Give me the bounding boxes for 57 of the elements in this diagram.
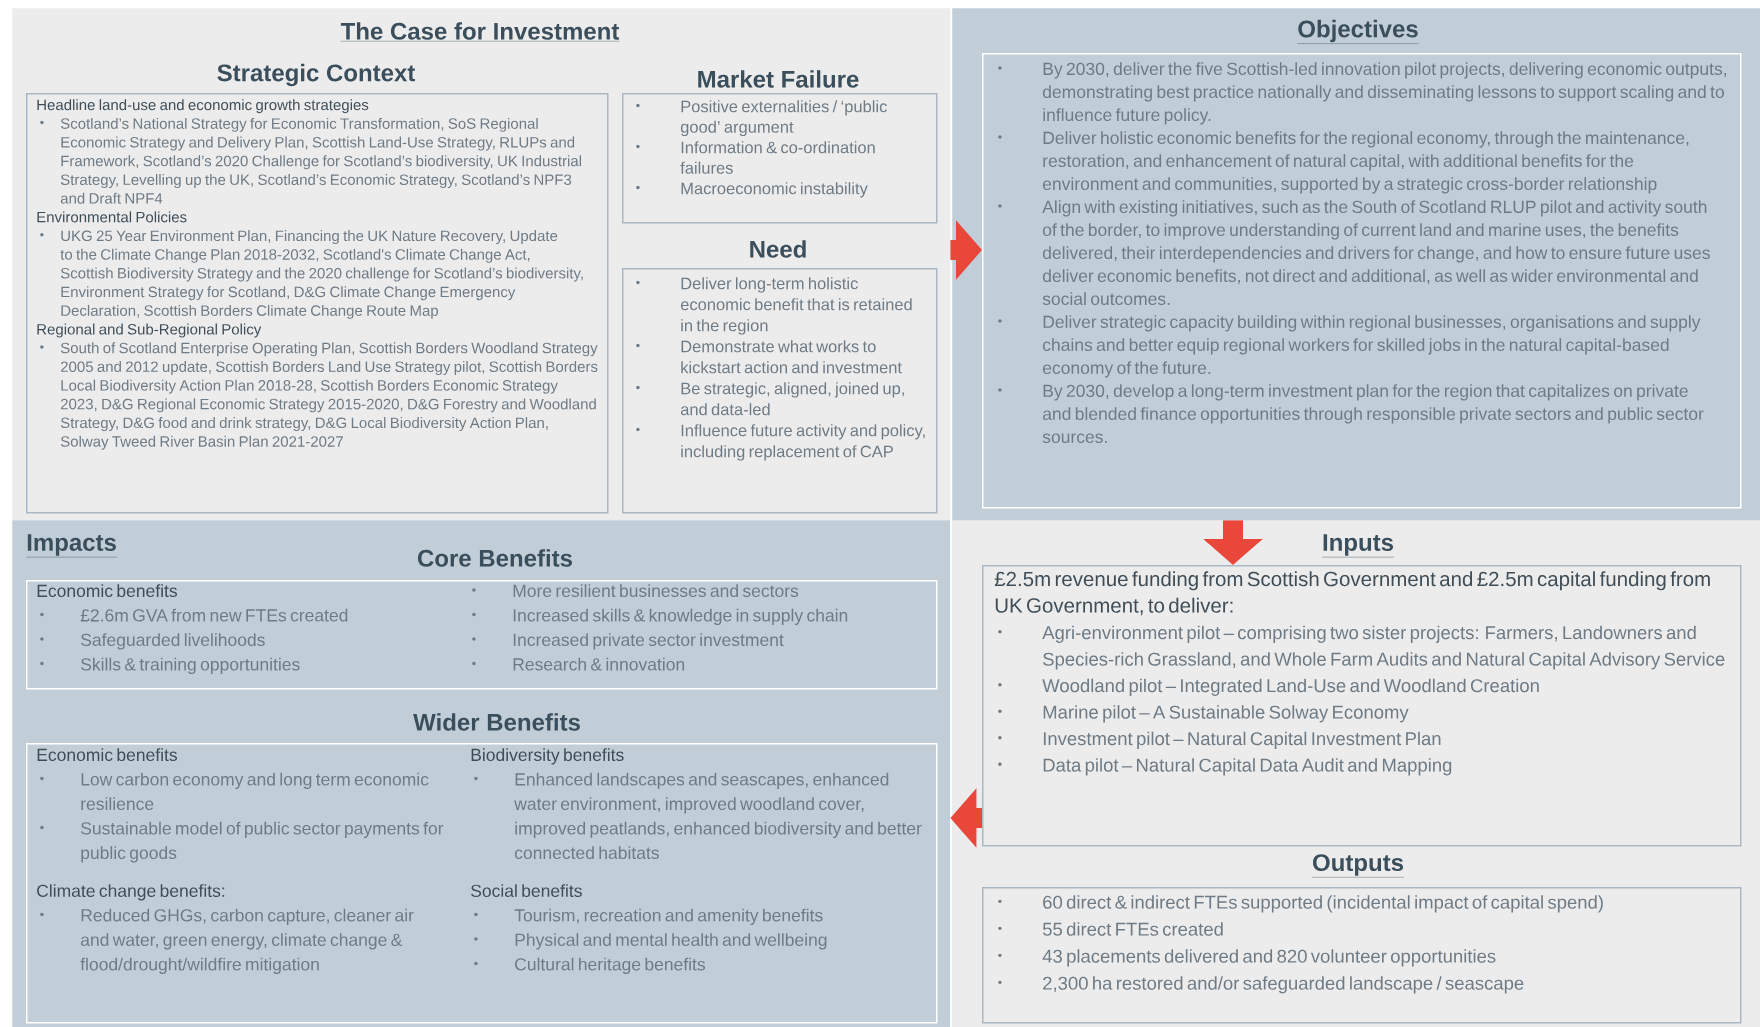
bullet-item: Data pilot – Natural Capital Data Audit and Mapping bbox=[998, 758, 1452, 776]
bullet-item: Deliver strategic capacity building within regional businesses, organisations and supply chains and better equip regional workers for skilled jobs in the natural capital-based economy of the future. bbox=[998, 315, 1701, 378]
subheading: Biodiversity benefits bbox=[471, 748, 624, 765]
section-heading: Market Failure bbox=[698, 70, 859, 88]
bullet-item: Low carbon economy and long term economic resilience bbox=[40, 772, 429, 811]
bullet-item: 43 placements delivered and 820 volunteer opportunities bbox=[998, 949, 1496, 967]
bullet-item: South of Scotland Enterprise Operating Plan, Scottish Borders Woodland Strategy 2005 and 2012 update, Scottish Borders Land Use Strategy pilot, Scottish Borders Local Biodiversity Action Plan 2018-28, Scottish Borders Economic Strategy 2023, D&G Regional Economic Strategy 2015-2020, D&G Forestry and Woodland Strategy, D&G food and drink strategy, D&G Local Biodiversity Action Plan, Solway Tweed River Basin Plan 2021-2027 bbox=[40, 342, 598, 450]
bullet-item: 60 direct & indirect FTEs supported (incidental impact of capital spend) bbox=[998, 895, 1603, 913]
bullet-item: Positive externalities / ‘public good’ argument bbox=[636, 100, 887, 137]
bullet-item: Skills & training opportunities bbox=[40, 657, 300, 674]
section-heading: Inputs bbox=[1321, 534, 1395, 558]
bullet-item: Enhanced landscapes and seascapes, enhanced water environment, improved woodland cover, improved peatlands, enhanced biodiversity and better connected habitats bbox=[474, 772, 922, 860]
subheading: Environmental Policies bbox=[37, 211, 187, 223]
bullet-item: Investment pilot – Natural Capital Investment Plan bbox=[998, 731, 1441, 749]
bullet-item: £2.6m GVA from new FTEs created bbox=[40, 608, 348, 622]
bullet-item: Increased private sector investment bbox=[472, 633, 784, 650]
bullet-item: Cultural heritage benefits bbox=[474, 957, 706, 974]
bullet-item: 55 direct FTEs created bbox=[998, 922, 1223, 936]
bullet-item: Tourism, recreation and amenity benefits bbox=[474, 908, 823, 925]
section-heading: Wider Benefits bbox=[413, 713, 580, 731]
bullet-item: Be strategic, aligned, joined up, and data-led bbox=[636, 382, 904, 416]
section-heading: Need bbox=[750, 240, 806, 258]
bullet-item: Demonstrate what works to kickstart action and investment bbox=[636, 340, 902, 374]
section-heading: The Case for Investment bbox=[340, 22, 620, 42]
bullet-item: 2,300 ha restored and/or safeguarded landscape / seascape bbox=[998, 976, 1524, 994]
bullet-item: Macroeconomic instability bbox=[636, 182, 868, 198]
bullet-item: Scotland’s National Strategy for Economic Transformation, SoS Regional Economic Strategy and Delivery Plan, Scottish Land-Use Strategy, RLUPs and Framework, Scotland’s 2020 Challenge for Scotland’s biodiversity, UK Industrial Strategy, Levelling up the UK, Scotland’s Economic Strategy, Scotland’s NPF3 and Draft NPF4 bbox=[40, 117, 582, 204]
bullet-item: Marine pilot – A Sustainable Solway Economy bbox=[998, 705, 1409, 723]
subheading: Regional and Sub-Regional Policy bbox=[37, 323, 262, 338]
bullet-item: Deliver long-term holistic economic benefit that is retained in the region bbox=[636, 277, 912, 335]
intro-text: £2.5m revenue funding from Scottish Government and £2.5m capital funding from UK Government, to deliver: bbox=[994, 571, 1710, 616]
bullet-item: Reduced GHGs, carbon capture, cleaner air and water, green energy, climate change & flood/drought/wildfire mitigation bbox=[40, 908, 414, 974]
bullet-item: UKG 25 Year Environment Plan, Financing the UK Nature Recovery, Update to the Climate Change Plan 2018-2032, Scotland's Climate Change Act, Scottish Biodiversity Strategy and the 2020 challenge for Scotland’s biodiversity, Environment Strategy for Scotland, D&G Climate Change Emergency Declaration, Scottish Borders Climate Change Route Map bbox=[40, 230, 583, 319]
bullet-item: By 2030, develop a long-term investment plan for the region that capitalizes on private and blended finance opportunities through responsible private sectors and public sector sources. bbox=[998, 384, 1704, 444]
bullet-item: Physical and mental health and wellbeing bbox=[474, 933, 827, 950]
bullet-item: Influence future activity and policy, including replacement of CAP bbox=[636, 424, 925, 461]
bullet-item: Woodland pilot – Integrated Land-Use and Woodland Creation bbox=[998, 678, 1539, 696]
bullet-item: More resilient businesses and sectors bbox=[472, 584, 799, 598]
bullet-item: Safeguarded livelihoods bbox=[40, 633, 265, 650]
subheading: Economic benefits bbox=[37, 584, 177, 598]
subheading: Social benefits bbox=[471, 884, 582, 897]
section-heading: Core Benefits bbox=[418, 549, 572, 567]
bullet-item: Increased skills & knowledge in supply chain bbox=[472, 608, 848, 625]
bullet-item: Deliver holistic economic benefits for the regional economy, through the maintenance, restoration, and enhancement of natural capital, with additional benefits for the environment and communities, supported by a strategic cross-border relationship bbox=[998, 131, 1689, 194]
section-heading: Objectives bbox=[1297, 19, 1419, 44]
bullet-item: Sustainable model of public sector payments for public goods bbox=[40, 821, 444, 863]
section-heading: Outputs bbox=[1311, 854, 1405, 878]
bullet-item: Agri-environment pilot – comprising two sister projects: Farmers, Landowners and Species-rich Grassland, and Whole Farm Audits and Natural Capital Advisory Service bbox=[998, 625, 1725, 670]
bullet-item: Research & innovation bbox=[472, 657, 685, 671]
section-heading: Strategic Context bbox=[217, 63, 416, 87]
subheading: Economic benefits bbox=[37, 748, 177, 762]
subheading: Climate change benefits: bbox=[37, 884, 225, 901]
bullet-item: By 2030, deliver the five Scottish-led innovation pilot projects, delivering economic outputs, demonstrating best practice nationally and disseminating lessons to support scaling and to influence future policy. bbox=[998, 62, 1726, 125]
subheading: Headline land-use and economic growth strategies bbox=[37, 99, 369, 114]
section-heading: Impacts bbox=[26, 534, 118, 558]
bullet-item: Information & co-ordination failures bbox=[636, 141, 875, 174]
bullet-item: Align with existing initiatives, such as the South of Scotland RLUP pilot and activity south of the border, to improve understanding of current land and marine uses, the benefits delivered, their interdependencies and drivers for change, and how to ensure future uses deliver economic benefits, not direct and additional, as well as wider environmental and social outcomes. bbox=[998, 200, 1710, 306]
